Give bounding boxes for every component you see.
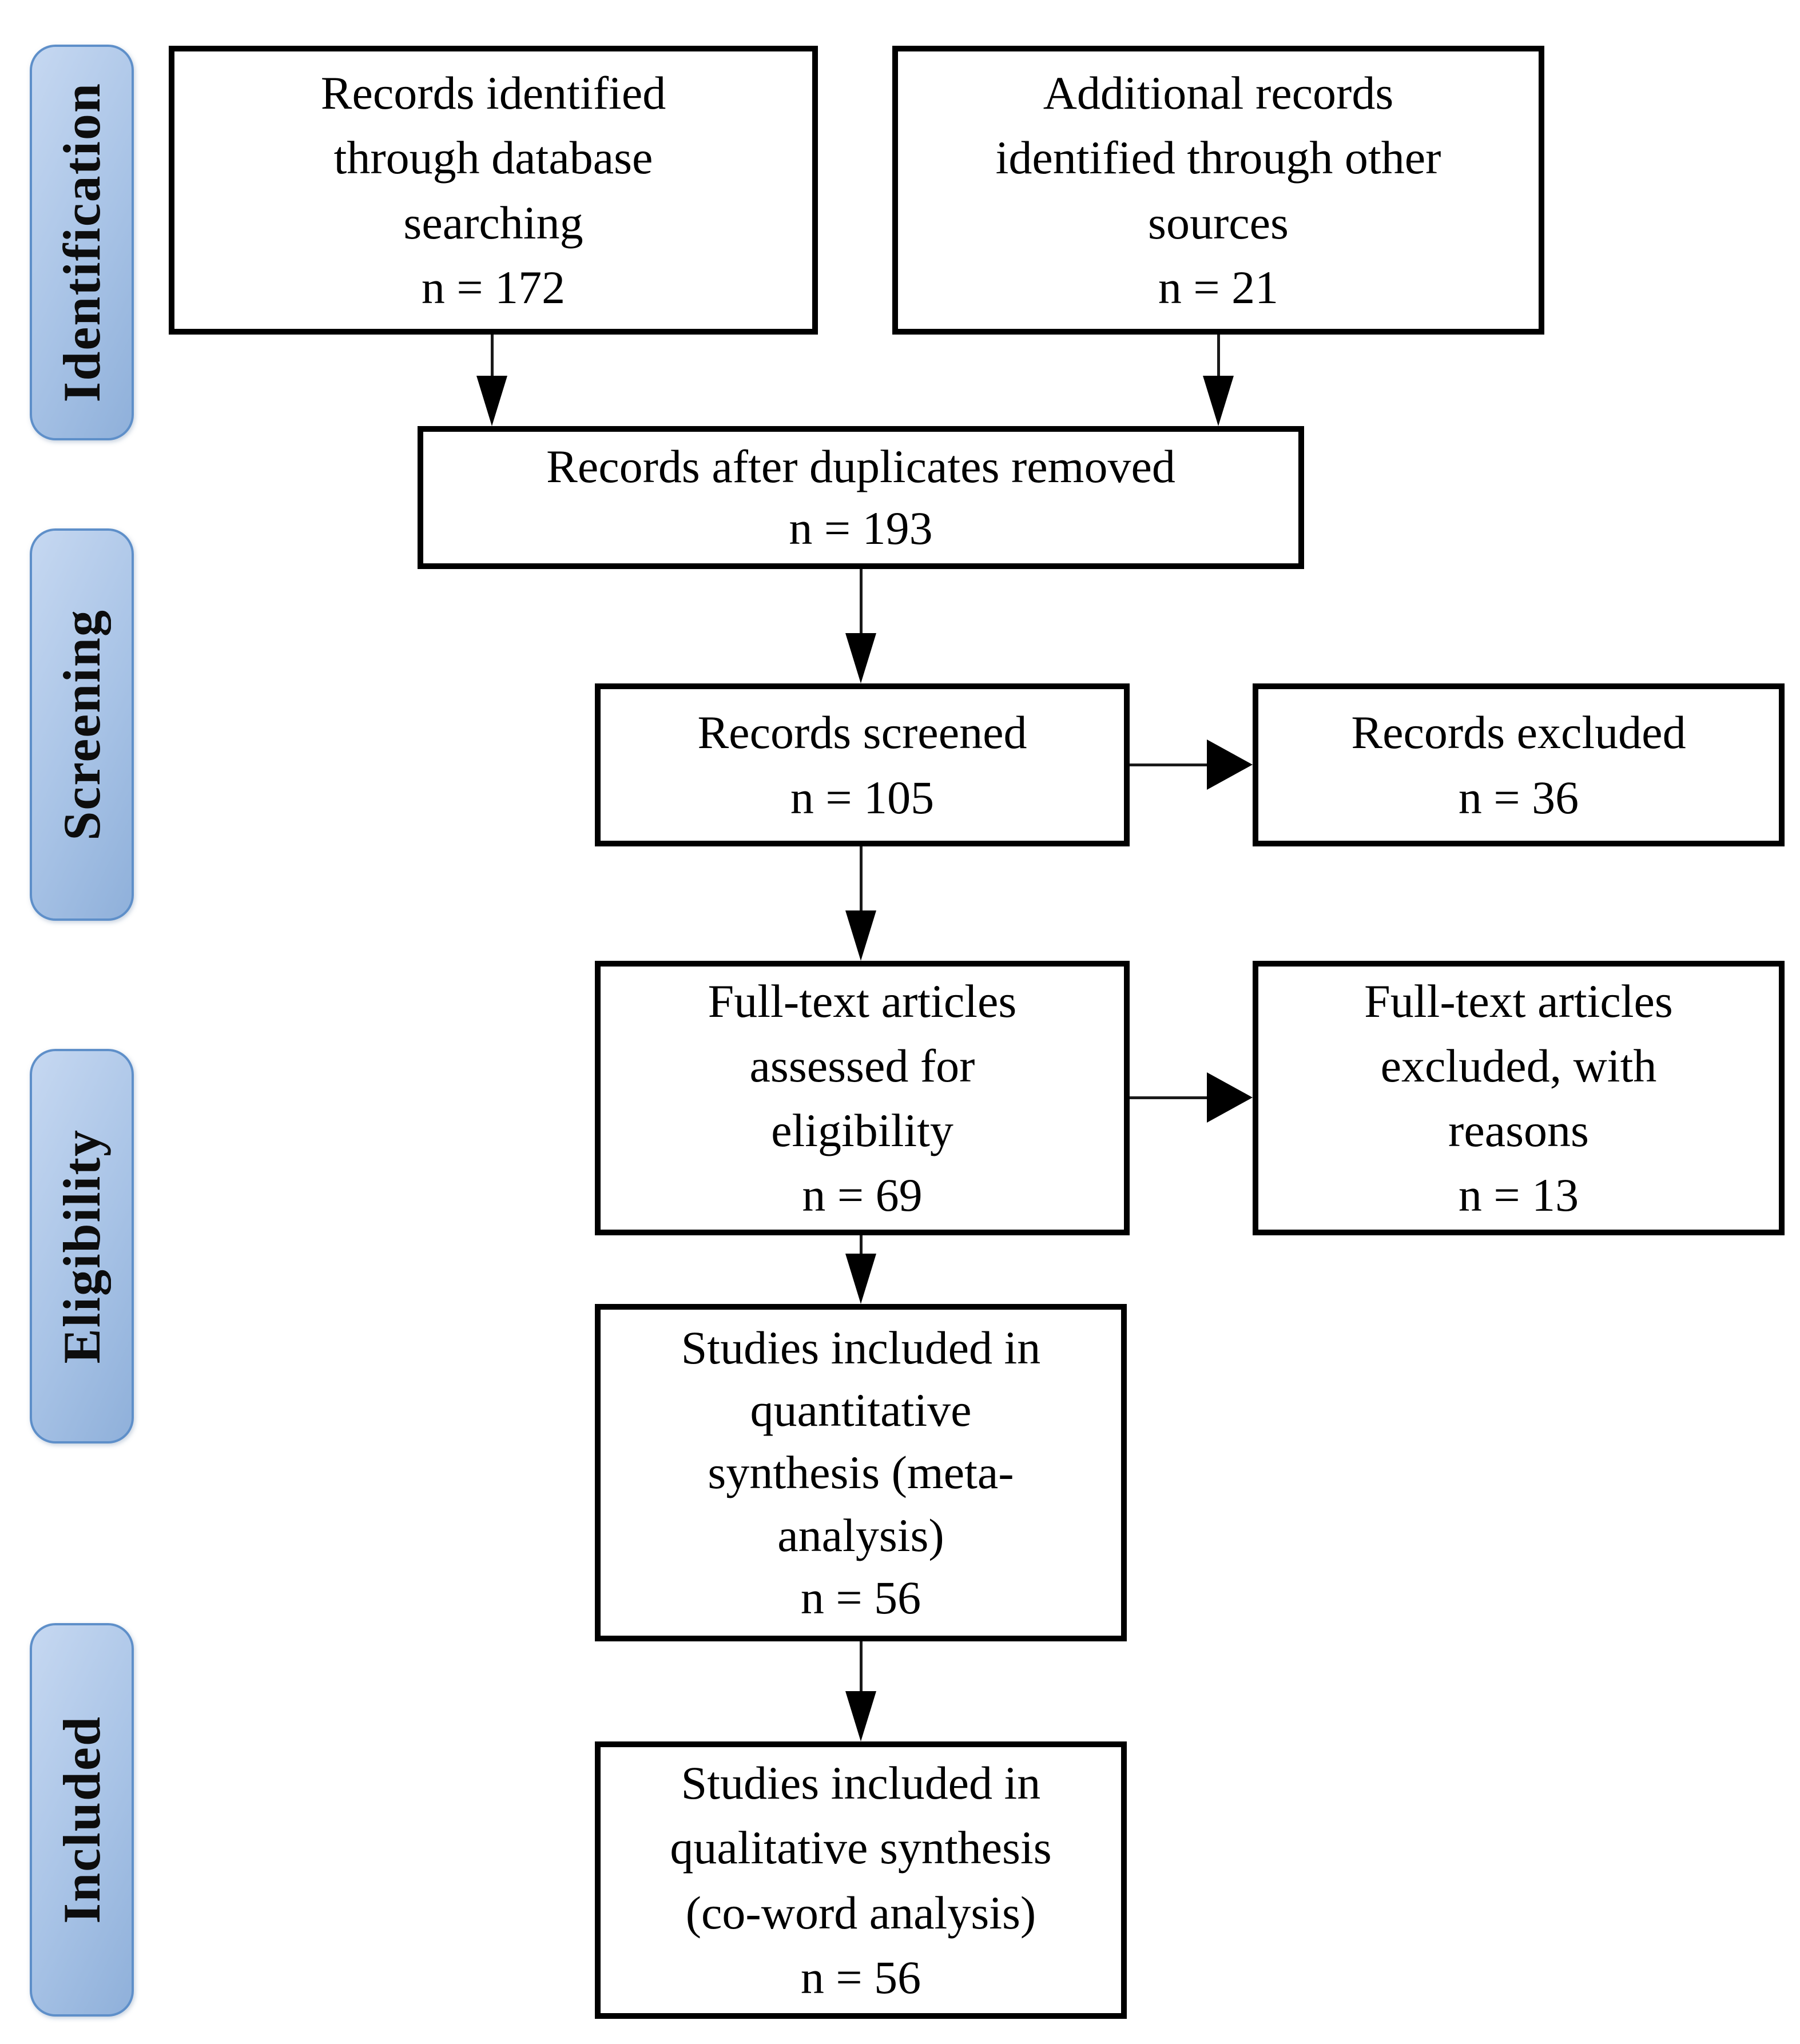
- stage-eligibility: Eligibility: [30, 1049, 134, 1443]
- box-additional-records-other-sources: Additional records identified through ot…: [892, 46, 1544, 335]
- box-records-identified-database-text: Records identified through database sear…: [320, 67, 666, 313]
- box-additional-records-other-sources-text: Additional records identified through ot…: [995, 67, 1441, 313]
- arrow-screened-to-excluded-line: [1130, 763, 1207, 766]
- box-fulltext-assessed: Full-text articles assessed for eligibil…: [595, 961, 1130, 1235]
- box-qualitative-synthesis-text: Studies included in qualitative synthesi…: [670, 1757, 1052, 2003]
- arrow-fulltext-to-ft-excluded-line: [1130, 1096, 1207, 1099]
- box-records-excluded: Records excluded n = 36: [1253, 683, 1785, 846]
- arrow-quantitative-to-qualitative-line: [860, 1641, 863, 1691]
- arrow-quantitative-to-qualitative-head: [845, 1691, 876, 1741]
- box-records-after-duplicates-removed: Records after duplicates removed n = 193: [418, 426, 1304, 569]
- box-fulltext-excluded-text: Full-text articles excluded, with reason…: [1364, 975, 1673, 1222]
- arrow-screened-to-fulltext-line: [860, 846, 863, 910]
- box-records-excluded-text: Records excluded n = 36: [1351, 706, 1686, 824]
- stage-screening-label: Screening: [53, 609, 111, 841]
- box-fulltext-excluded: Full-text articles excluded, with reason…: [1253, 961, 1785, 1235]
- stage-included: Included: [30, 1623, 134, 2017]
- box-quantitative-synthesis: Studies included in quantitative synthes…: [595, 1304, 1127, 1641]
- box-quantitative-synthesis-text: Studies included in quantitative synthes…: [681, 1322, 1041, 1624]
- box-fulltext-assessed-text: Full-text articles assessed for eligibil…: [708, 975, 1017, 1222]
- arrow-database-to-duplicates-line: [491, 335, 494, 376]
- arrow-database-to-duplicates-head: [476, 376, 507, 426]
- stage-included-label: Included: [53, 1716, 111, 1924]
- stage-eligibility-label: Eligibility: [53, 1128, 111, 1364]
- arrow-other-to-duplicates-line: [1217, 335, 1220, 376]
- arrow-other-to-duplicates-head: [1203, 376, 1234, 426]
- stage-identification: Identification: [30, 45, 134, 440]
- box-records-screened-text: Records screened n = 105: [697, 706, 1027, 824]
- box-records-screened: Records screened n = 105: [595, 683, 1130, 846]
- arrow-duplicates-to-screened-line: [860, 569, 863, 633]
- box-records-identified-database: Records identified through database sear…: [169, 46, 818, 335]
- arrow-duplicates-to-screened-head: [845, 633, 876, 683]
- arrow-screened-to-fulltext-head: [845, 910, 876, 961]
- stage-identification-label: Identification: [53, 82, 111, 403]
- arrow-fulltext-to-quantitative-head: [845, 1254, 876, 1304]
- arrow-screened-to-excluded-head: [1207, 739, 1253, 790]
- arrow-fulltext-to-quantitative-line: [860, 1235, 863, 1254]
- box-records-after-duplicates-removed-text: Records after duplicates removed n = 193: [546, 440, 1175, 554]
- box-qualitative-synthesis: Studies included in qualitative synthesi…: [595, 1741, 1127, 2019]
- stage-screening: Screening: [30, 528, 134, 921]
- arrow-fulltext-to-ft-excluded-head: [1207, 1072, 1253, 1123]
